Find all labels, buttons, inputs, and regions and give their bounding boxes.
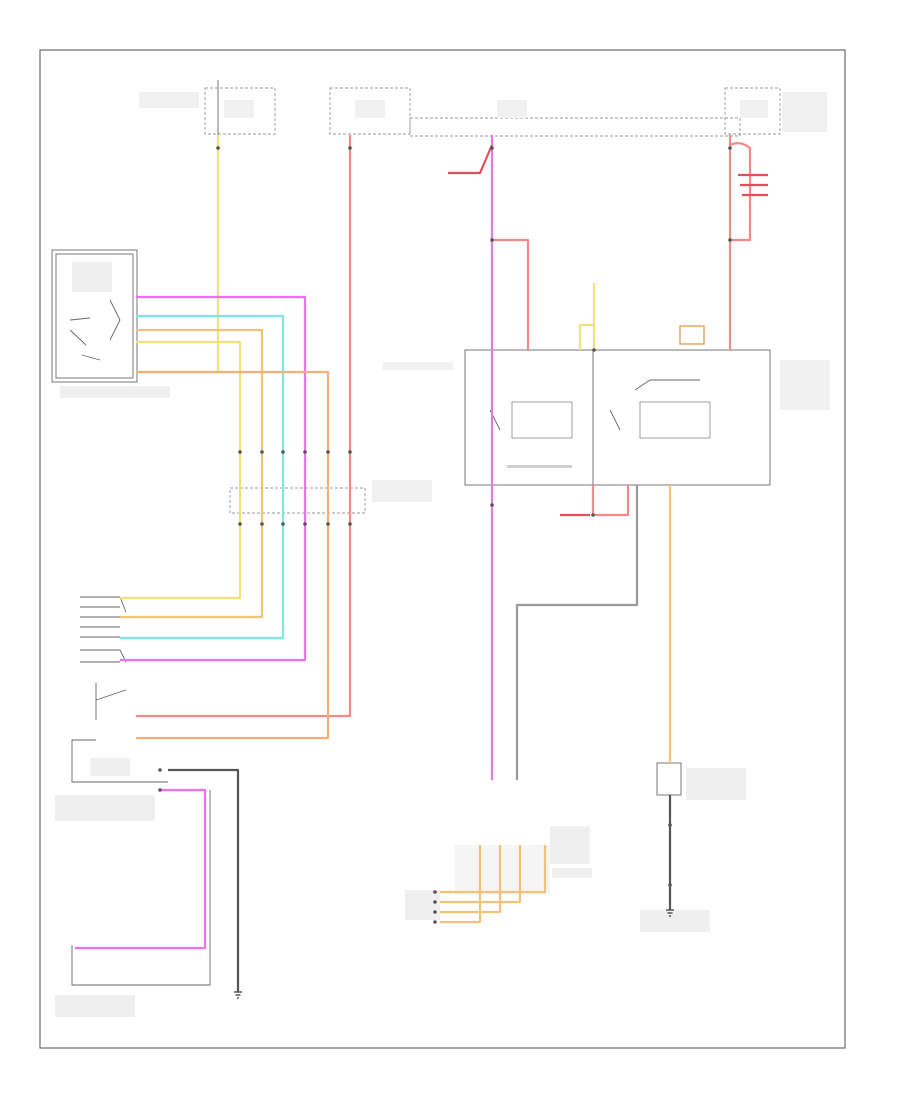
grounds xyxy=(234,909,674,999)
wire-red-center xyxy=(492,238,530,350)
wire-tan-1 xyxy=(120,328,264,619)
ground-right xyxy=(666,909,674,917)
connector-dot-21 xyxy=(591,513,595,517)
wire-dark-bottom-left xyxy=(168,768,240,992)
connector-dot-8 xyxy=(303,450,307,454)
junction-connector xyxy=(229,480,432,514)
connector-dot-22 xyxy=(668,823,672,827)
connector-dot-25 xyxy=(158,788,162,792)
ground-bottom-left xyxy=(234,991,242,999)
wire-yellow-center-2 xyxy=(578,323,594,350)
wire-tan-bottom-3 xyxy=(440,845,502,914)
left-pin-rows xyxy=(80,596,127,663)
fuse-box-left xyxy=(139,80,276,135)
wire-pink-module-bottom xyxy=(591,485,630,517)
connector-dot-2 xyxy=(348,146,352,150)
bottom-right-component xyxy=(640,762,746,932)
bottom-connector-table xyxy=(405,826,592,920)
connector-dot-19 xyxy=(592,348,596,352)
connector-dot-27 xyxy=(433,900,437,904)
connector-dot-5 xyxy=(238,450,242,454)
diagram-frame xyxy=(39,49,846,1049)
wire-red-top-center-left xyxy=(136,135,352,718)
fuse-box-center xyxy=(409,100,741,137)
wire-red-right-loop xyxy=(729,141,752,242)
wire-gray-center xyxy=(515,485,639,780)
wire-cyan-left xyxy=(120,314,285,640)
connector-dot-14 xyxy=(303,522,307,526)
connector-dot-12 xyxy=(260,522,264,526)
connector-dot-29 xyxy=(433,920,437,924)
connector-dot-11 xyxy=(238,522,242,526)
wire-tan-bottom-2 xyxy=(440,845,522,904)
wire-yellow-top-left xyxy=(136,135,220,374)
connector-dot-9 xyxy=(326,450,330,454)
connector-dot-15 xyxy=(326,522,330,526)
connector-dot-10 xyxy=(348,450,352,454)
connector-dot-7 xyxy=(281,450,285,454)
connector-dot-6 xyxy=(260,450,264,454)
wire-magenta-bottom-left xyxy=(75,788,207,950)
wire-tan-bottom-4 xyxy=(440,845,482,924)
connector-dot-4 xyxy=(728,146,732,150)
connector-dot-28 xyxy=(433,910,437,914)
connector-dot-26 xyxy=(433,890,437,894)
bottom-left-switch xyxy=(55,683,168,821)
wire-pink-top-jog xyxy=(448,144,494,175)
connector-dot-1 xyxy=(216,146,220,150)
connector-dots xyxy=(158,146,732,924)
fuse-box-right xyxy=(724,87,827,135)
connector-dot-18 xyxy=(728,238,732,242)
connector-dot-20 xyxy=(490,503,494,507)
central-module xyxy=(383,325,830,486)
wire-tan-bottom-1 xyxy=(440,845,547,894)
wire-yellow-2 xyxy=(120,340,242,600)
left-control-module xyxy=(51,249,170,398)
wire-orange-left xyxy=(136,370,330,740)
connector-dot-16 xyxy=(348,522,352,526)
fuse-box-center-left xyxy=(329,87,411,135)
connector-dot-23 xyxy=(668,883,672,887)
connector-dot-24 xyxy=(158,768,162,772)
connector-dot-3 xyxy=(490,146,494,150)
connector-dot-17 xyxy=(490,238,494,242)
wire-magenta-left xyxy=(120,295,307,662)
bottom-left-component xyxy=(55,790,211,1017)
connector-dot-13 xyxy=(281,522,285,526)
wires xyxy=(75,135,768,992)
